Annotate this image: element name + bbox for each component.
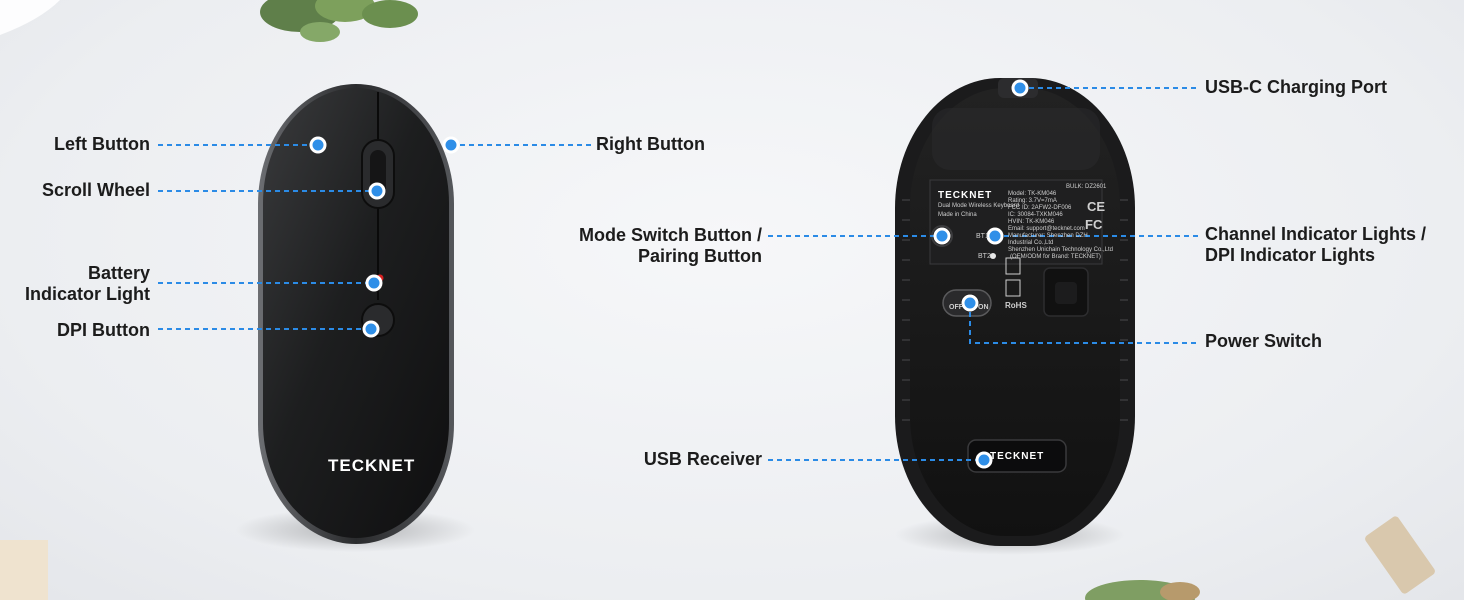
rohs-label: RoHS <box>1005 301 1027 310</box>
bt2-label: BT2 <box>978 253 991 260</box>
bt1-label: BT1 <box>976 233 989 240</box>
callout-power-switch <box>961 294 979 312</box>
label-channel-line1: Channel Indicator Lights / <box>1205 224 1427 244</box>
callout-right-button <box>442 136 460 154</box>
brand-logo-receiver: TECKNET <box>990 451 1045 462</box>
label-usbc-port: USB-C Charging Port <box>1205 77 1387 97</box>
underside-made-in: Made in China <box>938 212 977 218</box>
label-area <box>929 179 1103 265</box>
underside-subtitle: Dual Mode Wireless Keyboard <box>938 203 1020 209</box>
label-battery-indicator: Battery Indicator Light <box>25 263 150 305</box>
label-scroll-wheel: Scroll Wheel <box>41 180 150 200</box>
callout-scroll-wheel <box>368 182 386 200</box>
label-right-button: Right Button <box>596 134 705 154</box>
label-power-switch: Power Switch <box>1205 331 1323 351</box>
brand-logo-top: TECKNET <box>328 456 416 475</box>
label-battery-line2: Indicator Light <box>25 284 150 304</box>
ce-mark: CE <box>1087 199 1106 214</box>
underside-hvin: HVIN: TK-KM046 <box>1008 219 1055 225</box>
label-usb-receiver: USB Receiver <box>643 449 762 469</box>
plant-decoration-bottom <box>0 516 1435 600</box>
label-mode-switch: Mode Switch Button / Pairing Button <box>579 225 762 267</box>
label-battery-line1: Battery <box>87 263 150 283</box>
callout-dpi-button <box>362 320 380 338</box>
label-mode-line1: Mode Switch Button / <box>579 225 762 245</box>
fc-mark: FC <box>1085 217 1103 232</box>
on-label: ON <box>978 304 989 311</box>
callout-usbc-port <box>1011 79 1029 97</box>
callout-battery-light <box>365 274 383 292</box>
label-dpi-button: DPI Button <box>57 320 150 340</box>
label-mode-line2: Pairing Button <box>638 246 762 266</box>
underside-email: Email: support@tecknet.com <box>1008 226 1085 232</box>
underside-ic: IC: 30084-TXKM046 <box>1008 212 1063 218</box>
underside-rating: Rating: 3.7V=7mA <box>1008 198 1057 204</box>
underside-oem: (OEM/ODM for Brand: TECKNET) <box>1010 254 1101 260</box>
plant-decoration-top <box>0 0 418 42</box>
underside-unichain: Shenzhen Unichain Technology Co.,Ltd <box>1008 247 1113 253</box>
side-ridges <box>902 199 1128 421</box>
certification-icons <box>1005 257 1021 297</box>
callout-mode-switch <box>933 227 951 245</box>
underside-model: Model: TK-KM046 <box>1008 191 1057 197</box>
callout-left-button <box>309 136 327 154</box>
label-left-button: Left Button <box>54 134 150 154</box>
underside-fcc: FCC ID: 2AFW2-DF006 <box>1008 205 1072 211</box>
mouse-top-body <box>263 88 449 538</box>
underside-industrial: Industrial Co.,Ltd <box>1008 240 1054 246</box>
leader-lines <box>158 87 1200 461</box>
callout-usb-receiver <box>975 451 993 469</box>
brand-logo-underside: TECKNET <box>938 190 993 201</box>
label-channel-line2: DPI Indicator Lights <box>1205 245 1376 265</box>
label-channel-lights: Channel Indicator Lights / DPI Indicator… <box>1205 224 1426 266</box>
usb-receiver <box>967 439 1067 473</box>
callout-channel-lights <box>986 227 1004 245</box>
off-label: OFF <box>949 304 963 311</box>
underside-manufacturer: Manufacturer: Shenzhen DZH <box>1008 233 1088 239</box>
underside-bulk: BULK: DZ2601 <box>1066 184 1107 190</box>
